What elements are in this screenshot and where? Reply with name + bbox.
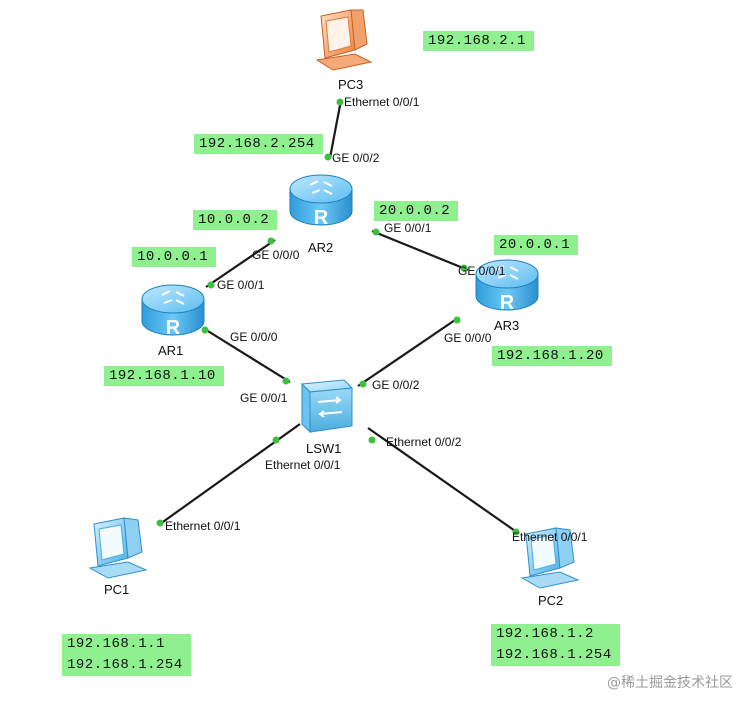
link-lsw1-pc2[interactable] bbox=[367, 427, 519, 534]
ip-label-ar1-g1: 10.0.0.1 bbox=[132, 247, 217, 267]
port-dot-lsw-e2 bbox=[368, 436, 376, 444]
ip-label-ar2-g2: 192.168.2.254 bbox=[194, 134, 323, 154]
port-label-ar2-g2: GE 0/0/2 bbox=[332, 151, 380, 165]
ar3-router[interactable]: R bbox=[475, 259, 539, 314]
port-label-pc1-eth: Ethernet 0/0/1 bbox=[165, 519, 241, 533]
label-pc1: PC1 bbox=[104, 582, 129, 597]
link-pc3-ar2[interactable] bbox=[328, 99, 343, 159]
port-label-lsw-g1: GE 0/0/1 bbox=[240, 391, 288, 405]
port-label-ar3-g1: GE 0/0/1 bbox=[458, 264, 506, 278]
pc1-gateway: 192.168.1.254 bbox=[67, 657, 183, 673]
pc2-gateway: 192.168.1.254 bbox=[496, 647, 612, 663]
port-dot-lsw-e1 bbox=[272, 436, 280, 444]
port-dot-ar1-g1 bbox=[207, 281, 215, 289]
port-label-pc2-eth: Ethernet 0/0/1 bbox=[512, 530, 588, 544]
svg-text:R: R bbox=[314, 207, 329, 229]
ip-block-pc1: 192.168.1.1 192.168.1.254 bbox=[62, 634, 191, 676]
label-pc3: PC3 bbox=[338, 77, 363, 92]
port-label-ar1-g0: GE 0/0/0 bbox=[230, 330, 278, 344]
pc1-ip: 192.168.1.1 bbox=[67, 636, 165, 652]
port-dot-pc1 bbox=[156, 519, 164, 527]
port-label-ar3-g0: GE 0/0/0 bbox=[444, 331, 492, 345]
ip-label-ar1-g0: 192.168.1.10 bbox=[104, 366, 224, 386]
pc2-ip: 192.168.1.2 bbox=[496, 626, 594, 642]
port-label-lsw-g2: GE 0/0/2 bbox=[372, 378, 420, 392]
port-dot-pc2 bbox=[512, 528, 520, 536]
pc-icon bbox=[88, 517, 148, 579]
svg-text:R: R bbox=[166, 317, 181, 339]
router-icon: R bbox=[475, 259, 539, 314]
port-label-lsw-e2: Ethernet 0/0/2 bbox=[386, 435, 462, 449]
pc-icon bbox=[520, 527, 580, 589]
port-dot-lsw-g1 bbox=[282, 377, 290, 385]
port-dot-ar3-g0 bbox=[453, 316, 461, 324]
port-dot-ar3-g1 bbox=[460, 264, 468, 272]
ar1-router[interactable]: R bbox=[141, 284, 205, 339]
lsw1-switch[interactable] bbox=[300, 379, 354, 434]
label-lsw1: LSW1 bbox=[306, 441, 341, 456]
label-ar3: AR3 bbox=[494, 318, 519, 333]
link-ar1-ar2[interactable] bbox=[205, 239, 276, 288]
port-dot-ar2-g2 bbox=[324, 153, 332, 161]
device-labels: PC3 AR2 AR1 AR3 LSW1 PC1 PC2 bbox=[104, 77, 563, 608]
ip-block-pc2: 192.168.1.2 192.168.1.254 bbox=[491, 624, 620, 666]
port-label-pc3-eth: Ethernet 0/0/1 bbox=[344, 95, 420, 109]
label-ar2: AR2 bbox=[308, 240, 333, 255]
router-icon: R bbox=[141, 284, 205, 339]
pc2-device[interactable] bbox=[520, 527, 580, 589]
port-label-ar2-g1: GE 0/0/1 bbox=[384, 221, 432, 235]
port-label-ar2-g0: GE 0/0/0 bbox=[252, 248, 300, 262]
link-ar2-ar3[interactable] bbox=[371, 229, 469, 272]
port-dot-ar2-g0 bbox=[267, 237, 275, 245]
ip-label-pc3: 192.168.2.1 bbox=[423, 31, 534, 51]
port-label-lsw-e1: Ethernet 0/0/1 bbox=[265, 458, 341, 472]
ar2-router[interactable]: R bbox=[289, 174, 353, 229]
pc3-device[interactable] bbox=[315, 9, 373, 71]
router-icon: R bbox=[289, 174, 353, 229]
watermark: @稀土掘金技术社区 bbox=[607, 675, 733, 691]
port-labels: Ethernet 0/0/1 GE 0/0/2 GE 0/0/1 GE 0/0/… bbox=[165, 95, 588, 544]
ip-label-ar3-g1: 20.0.0.1 bbox=[494, 235, 579, 255]
link-ar1-lsw1[interactable] bbox=[202, 327, 291, 383]
ip-label-ar3-g0: 192.168.1.20 bbox=[492, 346, 612, 366]
port-dot-ar1-g0 bbox=[201, 326, 209, 334]
ip-label-ar2-g0: 10.0.0.2 bbox=[193, 210, 278, 230]
port-dots bbox=[156, 98, 520, 536]
label-ar1: AR1 bbox=[158, 343, 183, 358]
port-dot-lsw-g2 bbox=[359, 380, 367, 388]
port-dot-pc3 bbox=[336, 98, 344, 106]
svg-text:R: R bbox=[500, 292, 515, 314]
ip-label-ar2-g1: 20.0.0.2 bbox=[374, 201, 459, 221]
link-ar3-lsw1[interactable] bbox=[357, 317, 459, 387]
pc-icon bbox=[315, 9, 373, 71]
port-label-ar1-g1: GE 0/0/1 bbox=[217, 278, 265, 292]
pc1-device[interactable] bbox=[88, 517, 148, 579]
label-pc2: PC2 bbox=[538, 593, 563, 608]
switch-icon bbox=[300, 379, 354, 434]
port-dot-ar2-g1 bbox=[372, 228, 380, 236]
